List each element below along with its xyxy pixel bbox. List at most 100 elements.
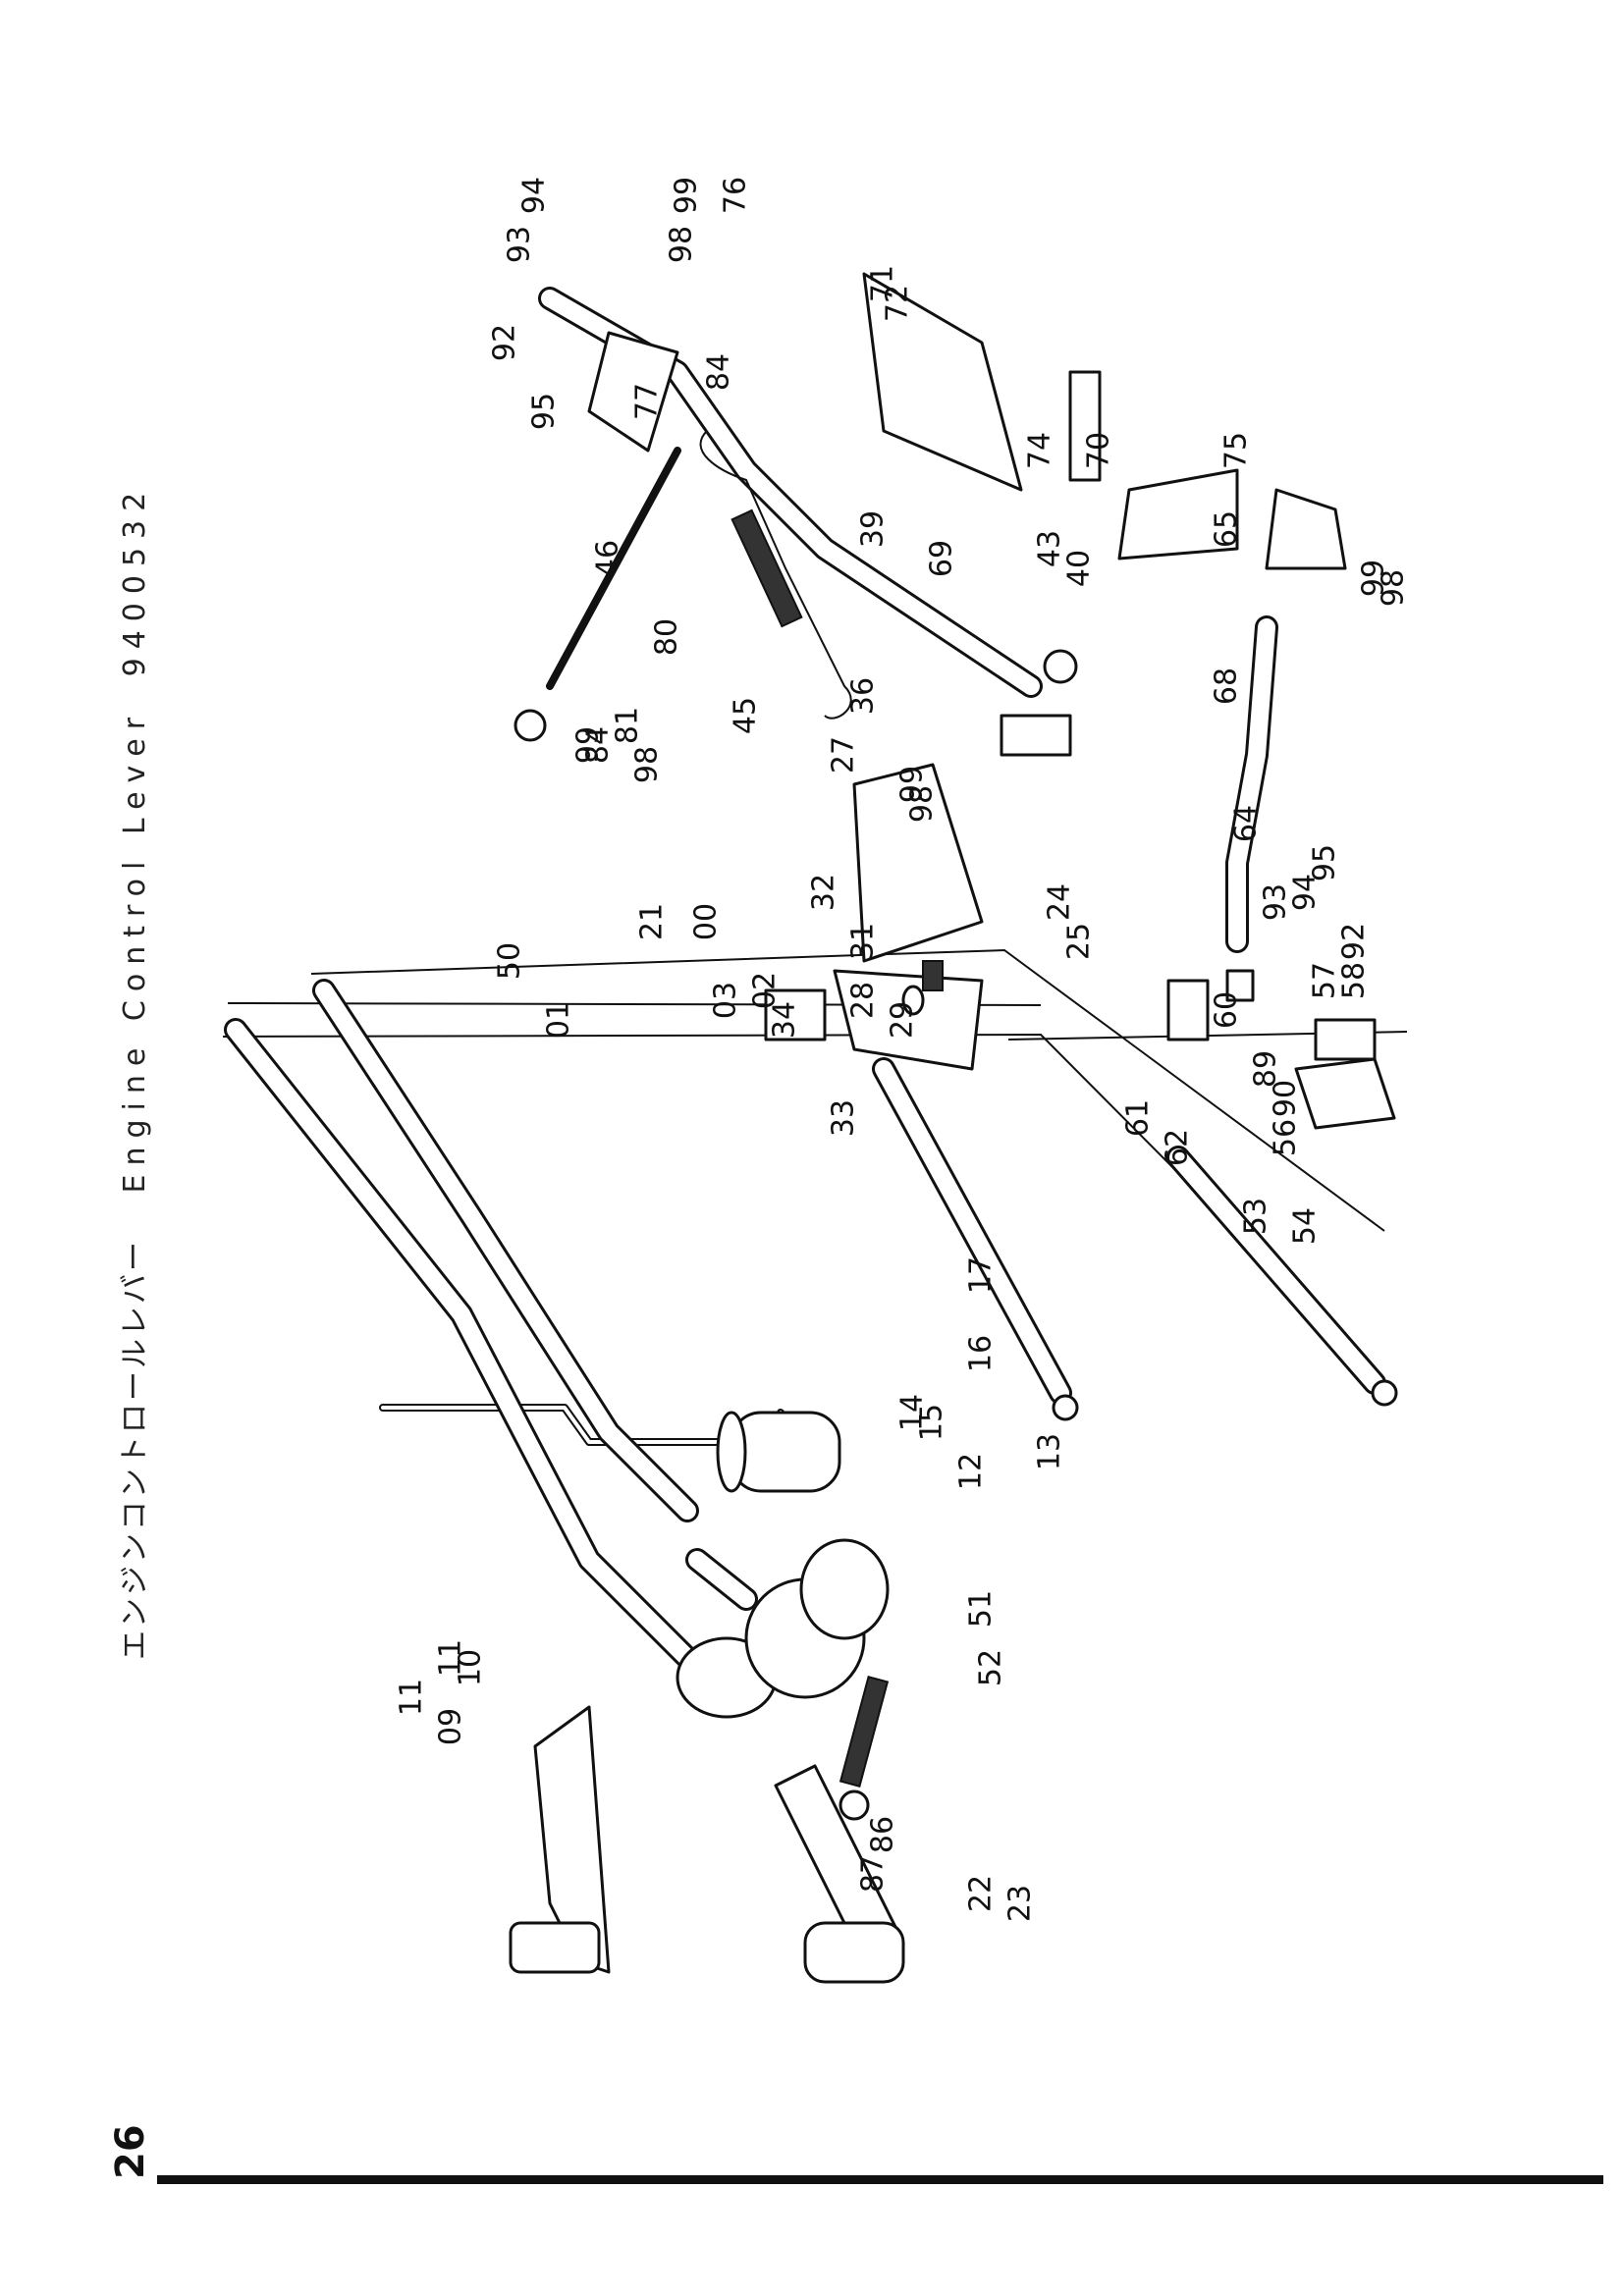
part-80-rod bbox=[546, 447, 681, 690]
part-40-ball-joint bbox=[1043, 649, 1078, 684]
part-87-nut bbox=[839, 1789, 870, 1821]
callout-98: 98 bbox=[665, 226, 699, 263]
part-36-arm bbox=[852, 763, 984, 963]
callout-98: 98 bbox=[905, 785, 940, 823]
part-46-bracket bbox=[587, 331, 679, 453]
callout-99: 99 bbox=[571, 726, 606, 764]
part-81-joint bbox=[514, 709, 547, 742]
part-53-rod-inner bbox=[1169, 1148, 1383, 1392]
callout-94: 94 bbox=[517, 177, 552, 214]
callout-12: 12 bbox=[954, 1453, 989, 1490]
callout-52: 52 bbox=[974, 1649, 1008, 1686]
callout-45: 45 bbox=[729, 697, 763, 734]
part-60-sleeve bbox=[1166, 979, 1210, 1041]
callout-51: 51 bbox=[964, 1590, 999, 1628]
part-00-cylinder bbox=[730, 1411, 841, 1493]
callout-53: 53 bbox=[1239, 1198, 1273, 1235]
callout-76: 76 bbox=[719, 177, 753, 214]
callout-99: 99 bbox=[895, 766, 930, 803]
part-25-nut bbox=[1052, 1394, 1079, 1421]
callout-99: 99 bbox=[1357, 560, 1391, 597]
callout-50: 50 bbox=[493, 942, 527, 980]
callout-81: 81 bbox=[611, 707, 645, 744]
callout-57: 57 bbox=[1308, 962, 1342, 999]
callout-54: 54 bbox=[1288, 1207, 1323, 1245]
callout-89: 89 bbox=[1249, 1050, 1283, 1088]
callout-22: 22 bbox=[964, 1875, 999, 1912]
part-70-bracket bbox=[1117, 468, 1239, 561]
callout-70: 70 bbox=[1082, 432, 1116, 469]
callout-99: 99 bbox=[670, 177, 704, 214]
callout-60: 60 bbox=[1210, 991, 1244, 1029]
callout-92: 92 bbox=[1337, 923, 1372, 960]
callout-36: 36 bbox=[846, 677, 881, 715]
frame-line-upper bbox=[310, 948, 1385, 1232]
callout-93: 93 bbox=[1259, 883, 1293, 921]
callout-98: 98 bbox=[630, 746, 665, 783]
callout-77: 77 bbox=[630, 383, 665, 420]
callout-58: 58 bbox=[1337, 962, 1372, 999]
callout-14: 14 bbox=[895, 1394, 930, 1431]
part-31-block bbox=[764, 988, 827, 1041]
callout-84: 84 bbox=[581, 726, 616, 764]
callout-92: 92 bbox=[488, 324, 522, 361]
callout-75: 75 bbox=[1219, 432, 1254, 469]
part-11-grip-lower bbox=[803, 1921, 905, 1984]
bottom-rule bbox=[157, 2175, 1603, 2184]
callout-25: 25 bbox=[1062, 923, 1097, 960]
part-36-block bbox=[1000, 714, 1072, 757]
callout-74: 74 bbox=[1023, 432, 1057, 469]
callout-93: 93 bbox=[503, 226, 537, 263]
callout-69: 69 bbox=[925, 540, 959, 577]
callout-11: 11 bbox=[395, 1679, 429, 1716]
callout-01: 01 bbox=[542, 1001, 576, 1039]
part-56-plate bbox=[1294, 1057, 1396, 1130]
callout-31: 31 bbox=[846, 923, 881, 960]
callout-80: 80 bbox=[650, 618, 684, 656]
callout-46: 46 bbox=[591, 540, 625, 577]
callout-61: 61 bbox=[1121, 1099, 1156, 1137]
part-74-pin bbox=[1068, 370, 1102, 482]
callout-71: 71 bbox=[866, 265, 900, 302]
part-24-rod-inner bbox=[875, 1060, 1069, 1402]
callout-29: 29 bbox=[886, 1001, 920, 1039]
part-50-rod-inner bbox=[315, 982, 696, 1520]
callout-02: 02 bbox=[748, 972, 783, 1009]
callout-95: 95 bbox=[527, 393, 562, 430]
callout-00: 00 bbox=[689, 903, 724, 940]
callout-17: 17 bbox=[964, 1256, 999, 1294]
callout-72: 72 bbox=[881, 285, 915, 322]
callout-11: 11 bbox=[434, 1639, 468, 1677]
callout-28: 28 bbox=[846, 982, 881, 1019]
callout-65: 65 bbox=[1210, 510, 1244, 548]
part-21-rod-inner bbox=[227, 1021, 711, 1682]
part-00-cylinder-top bbox=[716, 1411, 747, 1493]
part-28-bolt bbox=[922, 960, 944, 991]
callout-33: 33 bbox=[827, 1099, 861, 1137]
callout-34: 34 bbox=[768, 1001, 802, 1039]
callout-16: 16 bbox=[964, 1335, 999, 1372]
callout-84: 84 bbox=[702, 353, 736, 391]
part-01-hook-rod-inner bbox=[381, 1406, 758, 1444]
part-86-bolt bbox=[839, 1676, 890, 1788]
part-64-cable-inner bbox=[1228, 618, 1275, 950]
part-50-rod-end-inner bbox=[688, 1551, 755, 1608]
page-number: 26 bbox=[108, 2124, 153, 2179]
callout-87: 87 bbox=[856, 1855, 891, 1893]
part-11-grip-upper bbox=[509, 1921, 601, 1974]
part-29-washer bbox=[901, 985, 925, 1016]
callout-56: 56 bbox=[1269, 1119, 1303, 1156]
callout-90: 90 bbox=[1269, 1080, 1303, 1117]
callout-23: 23 bbox=[1003, 1885, 1038, 1922]
callout-13: 13 bbox=[1033, 1433, 1067, 1470]
callout-40: 40 bbox=[1062, 550, 1097, 587]
callout-98: 98 bbox=[1377, 569, 1411, 607]
part-57-bolt bbox=[1314, 1018, 1377, 1061]
part-45-spring-coil bbox=[730, 508, 803, 628]
callout-09: 09 bbox=[434, 1708, 468, 1745]
callout-94: 94 bbox=[1288, 874, 1323, 911]
part-75-bracket bbox=[1265, 488, 1347, 570]
part-54-nut bbox=[1371, 1379, 1398, 1407]
